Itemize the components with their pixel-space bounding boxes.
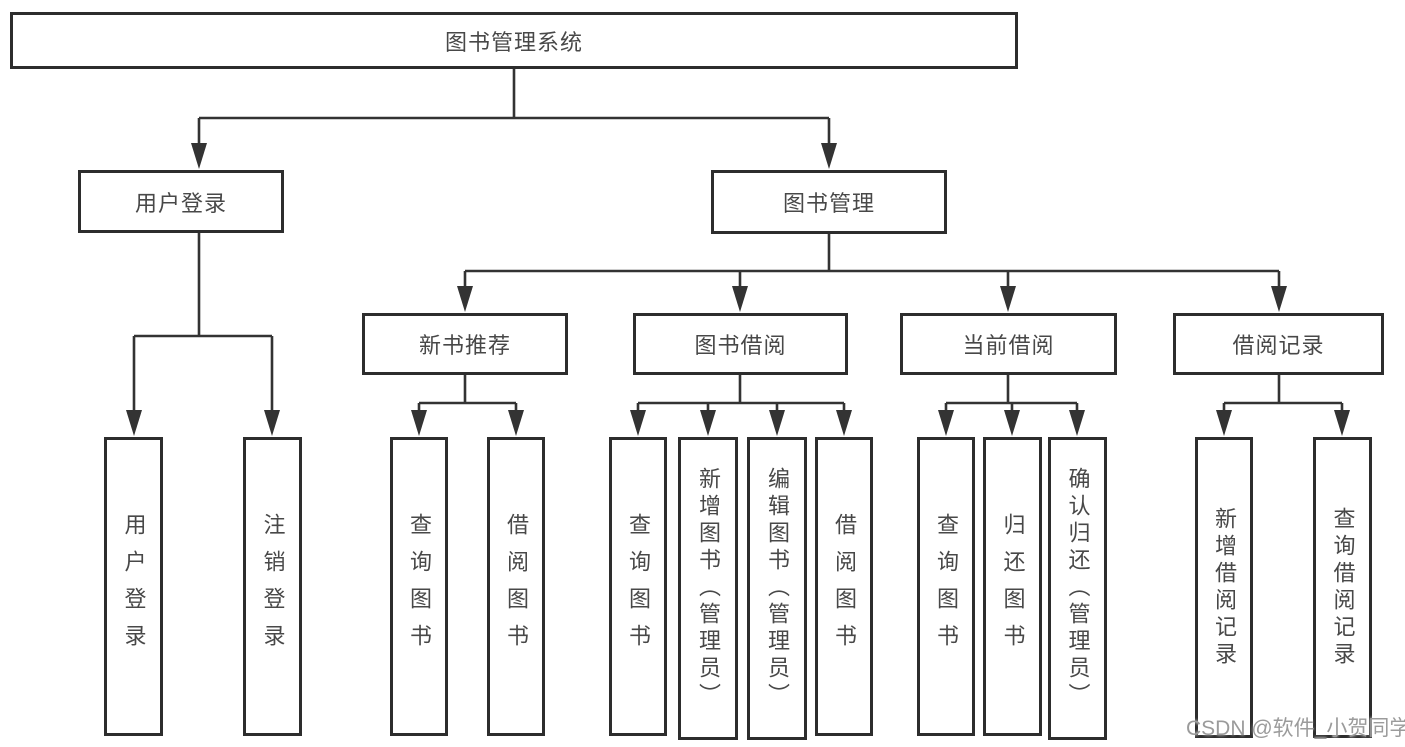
arrowhead: [191, 143, 207, 169]
arrowhead: [508, 410, 524, 436]
arrowhead: [1216, 410, 1232, 436]
arrowhead: [1004, 410, 1020, 436]
connector-borrow-records-to-leaves: [1216, 375, 1350, 436]
connector-user-login-to-leaves: [126, 232, 280, 436]
arrowhead: [938, 410, 954, 436]
leaf-edit-book-admin: 编辑图书（管理员）: [747, 437, 807, 740]
arrowhead: [1000, 286, 1016, 312]
leaf-query-book-current: 查询图书: [917, 437, 975, 736]
leaf-confirm-return-admin: 确认归还（管理员）: [1048, 437, 1107, 740]
arrowhead: [1069, 410, 1085, 436]
node-user-login: 用户登录: [78, 170, 284, 233]
leaf-query-book-recommend: 查询图书: [390, 437, 448, 736]
node-current-borrow: 当前借阅: [900, 313, 1117, 375]
node-library-management-system: 图书管理系统: [10, 12, 1018, 69]
node-book-management: 图书管理: [711, 170, 947, 234]
connector-book-management-to-level3: [457, 233, 1287, 312]
arrowhead: [457, 286, 473, 312]
leaf-add-borrow-record: 新增借阅记录: [1195, 437, 1253, 738]
arrowhead: [411, 410, 427, 436]
connector-book-borrow-to-leaves: [630, 375, 852, 436]
node-book-borrow: 图书借阅: [633, 313, 848, 375]
connector-new-book-recommend-to-leaves: [411, 375, 524, 436]
arrowhead: [732, 286, 748, 312]
leaf-add-book-admin: 新增图书（管理员）: [678, 437, 738, 740]
node-new-book-recommend: 新书推荐: [362, 313, 568, 375]
connector-current-borrow-to-leaves: [938, 375, 1085, 436]
leaf-query-borrow-record: 查询借阅记录: [1313, 437, 1372, 738]
arrowhead: [836, 410, 852, 436]
connector-root-to-level2: [191, 68, 837, 169]
arrowhead: [821, 143, 837, 169]
arrowhead: [264, 410, 280, 436]
leaf-borrow-book-recommend: 借阅图书: [487, 437, 545, 736]
leaf-borrow-book: 借阅图书: [815, 437, 873, 736]
leaf-user-login: 用户登录: [104, 437, 163, 736]
arrowhead: [700, 410, 716, 436]
arrowhead: [769, 410, 785, 436]
arrowhead: [630, 410, 646, 436]
node-borrow-records: 借阅记录: [1173, 313, 1384, 375]
leaf-return-book: 归还图书: [983, 437, 1042, 736]
arrowhead: [126, 410, 142, 436]
arrowhead: [1334, 410, 1350, 436]
leaf-query-book-borrow: 查询图书: [609, 437, 667, 736]
arrowhead: [1271, 286, 1287, 312]
watermark: CSDN @软件_小贺同学: [1186, 717, 1405, 740]
leaf-logout-login: 注销登录: [243, 437, 302, 736]
